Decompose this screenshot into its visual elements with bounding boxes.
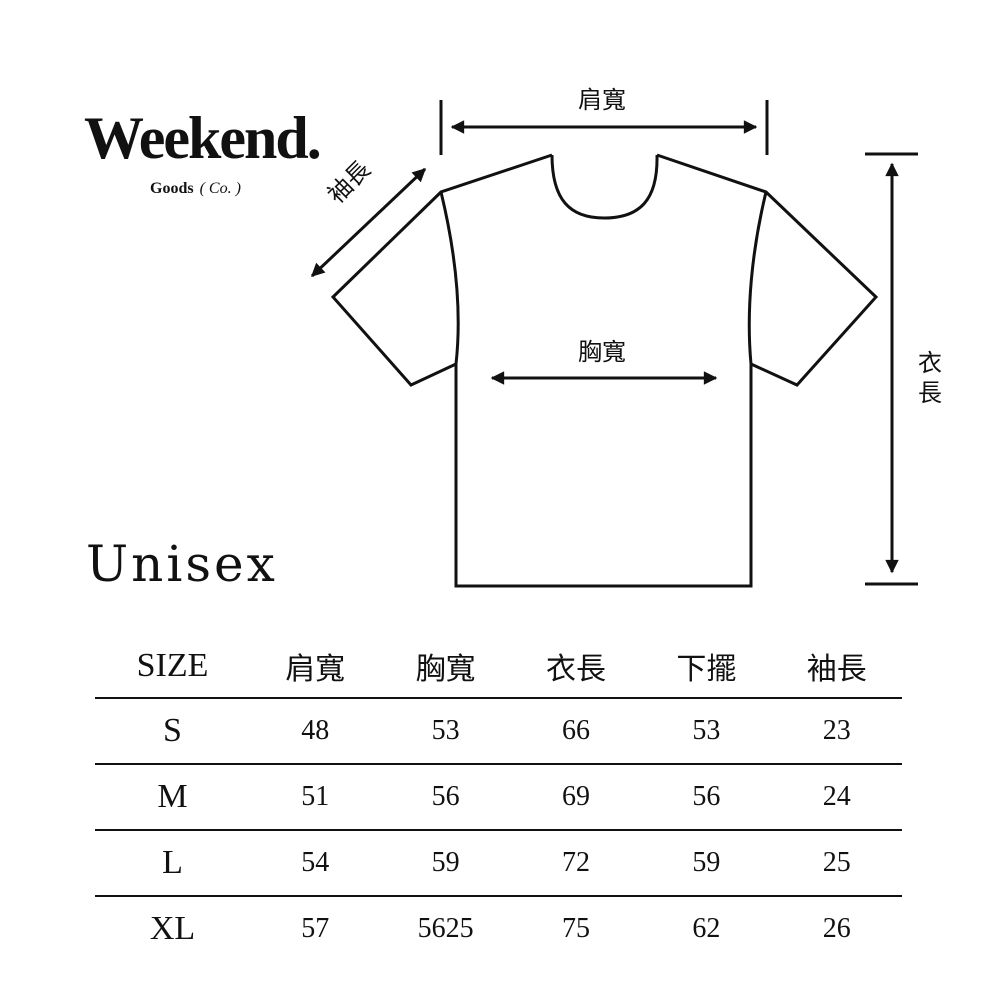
cell-chest: 56 <box>380 763 511 830</box>
label-shoulder-width: 肩寬 <box>578 86 626 114</box>
cell-chest: 5625 <box>380 895 511 961</box>
table-row: XL 57 5625 75 62 26 <box>95 895 902 961</box>
cell-shoulder: 57 <box>250 895 381 961</box>
cell-hem: 62 <box>641 895 772 961</box>
tshirt-diagram <box>310 100 918 588</box>
col-header-sleeve: 袖長 <box>806 653 867 686</box>
cell-hem: 53 <box>641 697 772 764</box>
tshirt-outline <box>330 153 879 588</box>
brand-subtitle-text: Goods <box>150 180 194 197</box>
col-header-size: SIZE <box>136 647 209 684</box>
col-header-length: 衣長 <box>545 653 606 686</box>
brand-subtitle-script: ( Co. ) <box>199 180 241 197</box>
brand-logo: Weekend. <box>84 105 322 171</box>
cell-sleeve: 26 <box>771 895 902 961</box>
label-body-length: 衣長 <box>918 349 942 407</box>
table-header-row: SIZE 肩寬 胸寬 衣長 下擺 袖長 <box>95 635 902 698</box>
col-header-shoulder: 肩寬 <box>285 653 346 686</box>
cell-length: 69 <box>510 763 642 830</box>
cell-shoulder: 48 <box>250 697 381 764</box>
cell-shoulder: 51 <box>250 763 381 830</box>
table-row: M 51 56 69 56 24 <box>95 763 902 830</box>
sleeve-length-arrow <box>310 167 427 278</box>
cell-size: L <box>95 829 250 896</box>
cell-chest: 53 <box>380 697 511 764</box>
cell-sleeve: 23 <box>771 697 902 764</box>
cell-length: 75 <box>510 895 642 961</box>
table-row: L 54 59 72 59 25 <box>95 829 902 896</box>
cell-size: XL <box>95 895 250 961</box>
size-table: SIZE 肩寬 胸寬 衣長 下擺 袖長 S 48 53 66 53 23 M 5… <box>95 635 902 961</box>
cell-length: 72 <box>510 829 642 896</box>
cell-sleeve: 25 <box>771 829 902 896</box>
cell-size: M <box>95 763 250 830</box>
cell-chest: 59 <box>380 829 511 896</box>
label-chest-width: 胸寬 <box>578 338 626 366</box>
table-row: S 48 53 66 53 23 <box>95 697 902 764</box>
brand-subtitle: Goods ( Co. ) <box>150 180 241 198</box>
cell-hem: 59 <box>641 829 772 896</box>
fit-label: Unisex <box>86 535 278 593</box>
col-header-chest: 胸寬 <box>415 653 476 686</box>
col-header-hem: 下擺 <box>676 653 737 686</box>
cell-sleeve: 24 <box>771 763 902 830</box>
cell-size: S <box>95 697 250 764</box>
cell-length: 66 <box>510 697 642 764</box>
cell-shoulder: 54 <box>250 829 381 896</box>
cell-hem: 56 <box>641 763 772 830</box>
measure-lines <box>310 100 918 586</box>
